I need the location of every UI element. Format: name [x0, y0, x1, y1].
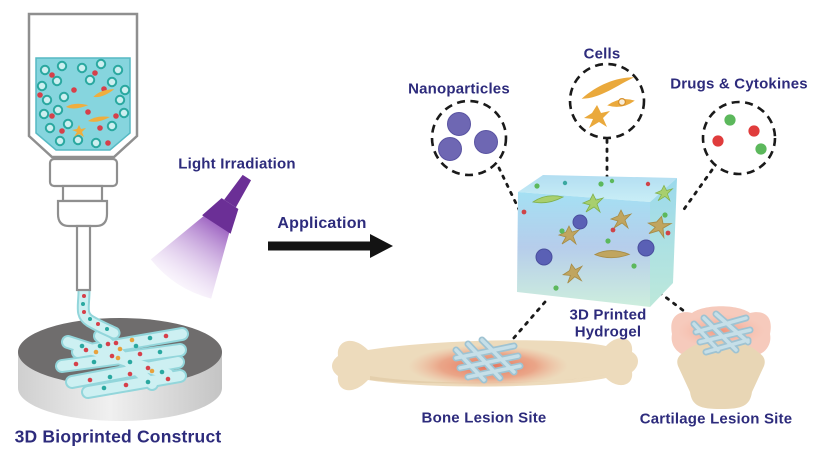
drug-cytokine-dots [712, 114, 767, 155]
encapsulated-cells-and-particles [521, 178, 674, 291]
tan-cells [557, 209, 673, 284]
cells-label: Cells [583, 45, 621, 63]
printhead-icon [48, 157, 119, 292]
nozzle-cap-upper [48, 157, 119, 188]
bone-connector [504, 300, 547, 349]
application-label: Application [277, 215, 367, 232]
cartilage-lesion-site-label: Cartilage Lesion Site [639, 410, 793, 428]
nozzle-connector [61, 184, 104, 203]
bone-hydrogel-patch [452, 336, 524, 384]
hydrogel-label-line1: 3D Printed [569, 306, 647, 324]
lattice-particles [73, 333, 171, 391]
arrow-head [370, 234, 393, 258]
bioink-rings [36, 58, 131, 149]
green-cells [531, 184, 674, 214]
drugs-cytokines-inset [701, 100, 777, 176]
extruded-strand [76, 284, 121, 340]
nanoparticles-in-gel [535, 214, 655, 266]
nanoparticles-inset [430, 99, 508, 177]
flashlight-handle [224, 174, 252, 208]
bioink-cells [65, 89, 115, 137]
light-irradiation-label: Light Irradiation [178, 155, 296, 173]
drugs-connector [680, 168, 714, 214]
condyle-bone [677, 340, 765, 409]
bone-illustration [332, 336, 638, 391]
cells-dashed-circle [568, 62, 646, 140]
bioink-cartridge [27, 12, 139, 159]
cube-top-face [518, 175, 677, 202]
bioprinted-construct-label: 3D Bioprinted Construct [14, 426, 222, 447]
nanoparticles-label: Nanoparticles [408, 80, 510, 98]
bioprinted-lattice [55, 327, 189, 399]
cartilage-illustration [671, 306, 771, 409]
drugs-cytokines-label: Drugs & Cytokines [670, 75, 808, 93]
strand-particles [81, 294, 109, 331]
hydrogel-cube [517, 175, 677, 307]
nanoparticle-spheres [438, 112, 498, 161]
dots-in-gel [521, 178, 671, 291]
cube-front-face [517, 192, 650, 307]
hydrogel-label-line2: Hydrogel [574, 323, 642, 341]
flashlight-icon [150, 174, 252, 299]
cube-right-face [650, 178, 677, 307]
application-arrow [268, 234, 393, 258]
bone-lesion-site-label: Bone Lesion Site [421, 409, 547, 427]
cell-shapes [581, 77, 635, 128]
bioink-cells-and-particles [36, 58, 131, 149]
light-beam [150, 215, 230, 299]
flashlight-head [202, 198, 239, 234]
bioink-red-dots [37, 70, 119, 146]
nozzle-needle [75, 224, 92, 292]
drugs-dashed-circle [701, 100, 777, 176]
nozzle-cap-lower [56, 199, 109, 228]
cartilage-hydrogel-patch [690, 310, 754, 356]
cells-inset [568, 62, 646, 140]
